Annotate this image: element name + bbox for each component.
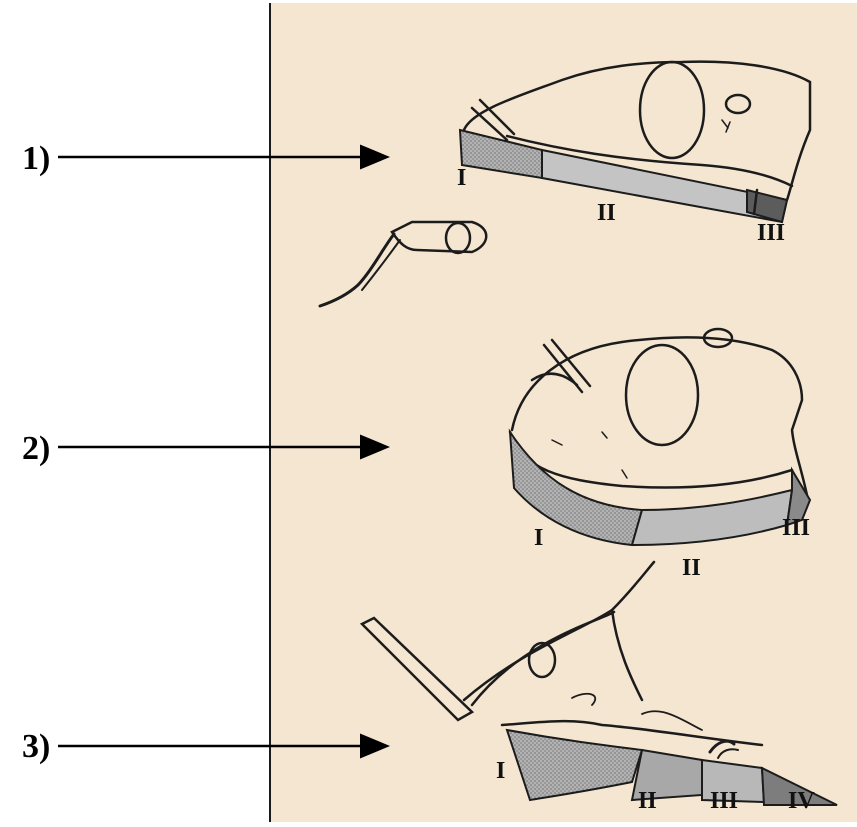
pointer-arrows [0, 0, 857, 824]
